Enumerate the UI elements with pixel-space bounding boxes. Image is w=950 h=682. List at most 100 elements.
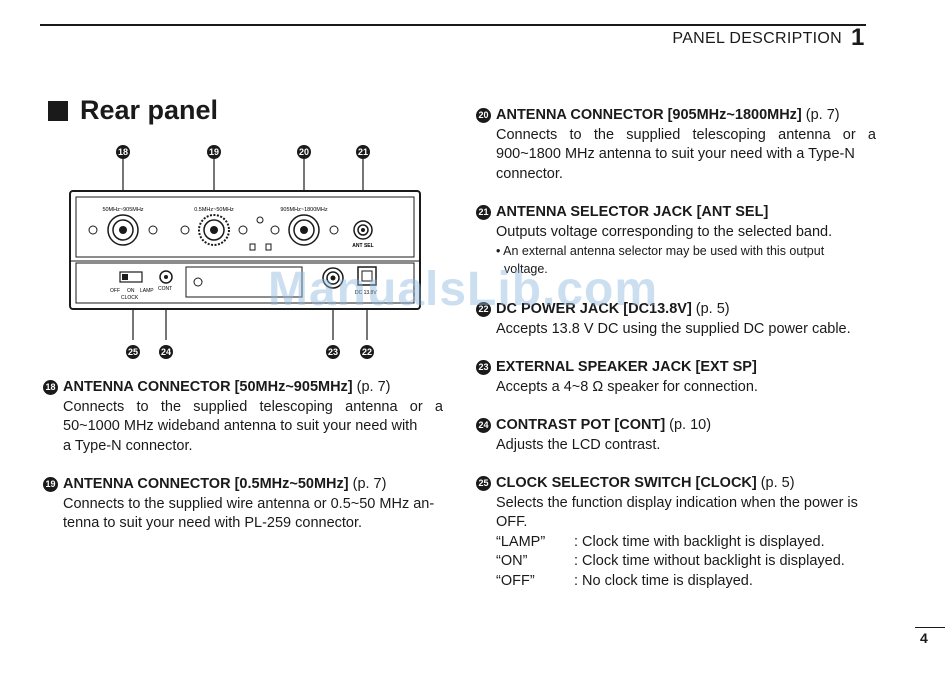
entry-title: CONTRAST POT [CONT] — [496, 417, 666, 433]
option-key: “OFF” — [496, 572, 535, 589]
entry-title: EXTERNAL SPEAKER JACK [EXT SP] — [496, 359, 757, 375]
entry-body: Adjusts the LCD contrast. — [496, 436, 876, 456]
square-bullet-icon — [48, 100, 68, 121]
entry-body: Connects to the supplied telescoping ant… — [496, 126, 876, 185]
entry-heading: 19 ANTENNA CONNECTOR [0.5MHz~50MHz] (p. … — [43, 475, 443, 495]
callout-badge — [159, 345, 173, 359]
body-line: Connects to the supplied telescoping ant… — [63, 398, 443, 415]
number-badge-icon: 25 — [476, 476, 491, 492]
number-badge-icon: 24 — [476, 418, 491, 434]
entry-heading: 23 EXTERNAL SPEAKER JACK [EXT SP] — [476, 358, 876, 378]
number-badge-icon: 20 — [476, 108, 491, 124]
entry-body: Accepts 13.8 V DC using the supplied DC … — [496, 320, 876, 340]
label-dc: DC 13.8V — [355, 290, 377, 296]
label-antsel: ANT SEL — [352, 243, 373, 249]
entry-heading: 25 CLOCK SELECTOR SWITCH [CLOCK] (p. 5) — [476, 474, 886, 494]
body-line: Adjusts the LCD contrast. — [496, 436, 661, 453]
entry-23: 23 EXTERNAL SPEAKER JACK [EXT SP] Accept… — [476, 358, 876, 397]
callout-badge — [126, 345, 140, 359]
body-line: Accepts a 4~8 Ω speaker for connection. — [496, 378, 758, 395]
entry-25: 25 CLOCK SELECTOR SWITCH [CLOCK] (p. 5) … — [476, 474, 886, 591]
entry-18: 18 ANTENNA CONNECTOR [50MHz~905MHz] (p. … — [43, 378, 443, 456]
option-row: “LAMP” : Clock time with backlight is di… — [496, 533, 886, 553]
callout-label: 19 — [209, 147, 219, 157]
entry-title: ANTENNA SELECTOR JACK [ANT SEL] — [496, 204, 769, 220]
entry-note: • An external antenna selector may be us… — [496, 242, 876, 278]
header-rule — [40, 24, 866, 26]
page-number: 4 — [920, 630, 928, 646]
callout-badge — [326, 345, 340, 359]
ant-sel-jack — [353, 220, 373, 240]
body-line: Outputs voltage corresponding to the sel… — [496, 223, 833, 240]
entry-body: Connects to the supplied wire antenna or… — [63, 495, 443, 534]
page-ref: (p. 7) — [352, 476, 387, 492]
entry-22: 22 DC POWER JACK [DC13.8V] (p. 5) Accept… — [476, 300, 876, 339]
option-key: “ON” — [496, 553, 528, 569]
entry-19: 19 ANTENNA CONNECTOR [0.5MHz~50MHz] (p. … — [43, 475, 443, 534]
label-clock: CLOCK — [121, 295, 139, 301]
number-badge-icon: 23 — [476, 360, 491, 376]
label-ant3: 905MHz~1800MHz — [280, 207, 327, 213]
label-clock-off: OFF — [110, 288, 120, 294]
option-desc: : No clock time is displayed. — [574, 572, 753, 589]
antenna-connector-1 — [88, 214, 158, 246]
entry-20: 20 ANTENNA CONNECTOR [905MHz~1800MHz] (p… — [476, 106, 876, 184]
entry-heading: 21 ANTENNA SELECTOR JACK [ANT SEL] — [476, 203, 876, 223]
option-row: “OFF” : No clock time is displayed. — [496, 572, 886, 592]
watermark: ManualsLib.com — [268, 263, 659, 316]
entry-heading: 20 ANTENNA CONNECTOR [905MHz~1800MHz] (p… — [476, 106, 876, 126]
entry-body: Connects to the supplied telescoping ant… — [63, 398, 443, 457]
body-line: a Type-N connector. — [63, 437, 193, 454]
header-title: PANEL DESCRIPTION — [672, 30, 842, 47]
callout-badge — [360, 345, 374, 359]
entry-title: DC POWER JACK [DC13.8V] — [496, 301, 692, 317]
body-line: connector. — [496, 165, 563, 182]
entry-body: Outputs voltage corresponding to the sel… — [496, 223, 876, 243]
callout-label: 21 — [358, 147, 368, 157]
page-ref: (p. 7) — [805, 107, 840, 123]
entry-title: CLOCK SELECTOR SWITCH [CLOCK] — [496, 475, 757, 491]
callout-label: 22 — [362, 347, 372, 357]
option-row: “ON” : Clock time without backlight is d… — [496, 552, 886, 572]
body-line: Connects to the supplied wire antenna or… — [63, 495, 435, 512]
page-number-rule — [915, 627, 945, 628]
number-badge-icon: 18 — [43, 380, 58, 396]
page-ref: (p. 5) — [695, 301, 730, 317]
antenna-connector-2 — [180, 214, 248, 246]
entry-title: ANTENNA CONNECTOR [905MHz~1800MHz] — [496, 107, 802, 123]
callout-label: 24 — [161, 347, 171, 357]
label-clock-on: ON — [127, 288, 135, 294]
note-line: voltage. — [504, 262, 548, 276]
callout-badge — [116, 145, 130, 159]
entry-heading: 18 ANTENNA CONNECTOR [50MHz~905MHz] (p. … — [43, 378, 443, 398]
entry-heading: 24 CONTRAST POT [CONT] (p. 10) — [476, 416, 876, 436]
callout-label: 23 — [328, 347, 338, 357]
page-ref: (p. 7) — [356, 379, 391, 395]
body-line: tenna to suit your need with PL-259 conn… — [63, 515, 363, 531]
number-badge-icon: 22 — [476, 302, 491, 318]
page-ref: (p. 10) — [669, 417, 712, 433]
callout-label: 18 — [118, 147, 128, 157]
page-ref: (p. 5) — [760, 475, 795, 491]
dc-jack — [357, 266, 377, 286]
entry-heading: 22 DC POWER JACK [DC13.8V] (p. 5) — [476, 300, 876, 320]
entry-title: ANTENNA CONNECTOR [50MHz~905MHz] — [63, 379, 353, 395]
callout-label: 20 — [299, 147, 309, 157]
entry-24: 24 CONTRAST POT [CONT] (p. 10) Adjusts t… — [476, 416, 876, 455]
entry-title: ANTENNA CONNECTOR [0.5MHz~50MHz] — [63, 476, 349, 492]
body-line: 900~1800 MHz antenna to suit your need w… — [496, 146, 855, 162]
option-desc: : Clock time with backlight is displayed… — [574, 533, 825, 550]
label-cont: CONT — [158, 286, 172, 292]
antenna-connector-3 — [270, 214, 339, 246]
section-title: Rear panel — [48, 95, 218, 126]
section-title-text: Rear panel — [80, 95, 219, 125]
body-line: Accepts 13.8 V DC using the supplied DC … — [496, 320, 851, 337]
contrast-pot — [159, 270, 173, 284]
entry-21: 21 ANTENNA SELECTOR JACK [ANT SEL] Outpu… — [476, 203, 876, 278]
label-ant1: 50MHz~905MHz — [102, 207, 143, 213]
number-badge-icon: 19 — [43, 477, 58, 493]
callout-label: 25 — [128, 347, 138, 357]
rear-panel-diagram: 50MHz~905MHz 0.5MHz~50MHz 905MHz~1800MHz… — [69, 145, 421, 359]
body-line: 50~1000 MHz wideband antenna to suit you… — [63, 418, 418, 434]
entry-body: Selects the function display indication … — [496, 494, 886, 592]
